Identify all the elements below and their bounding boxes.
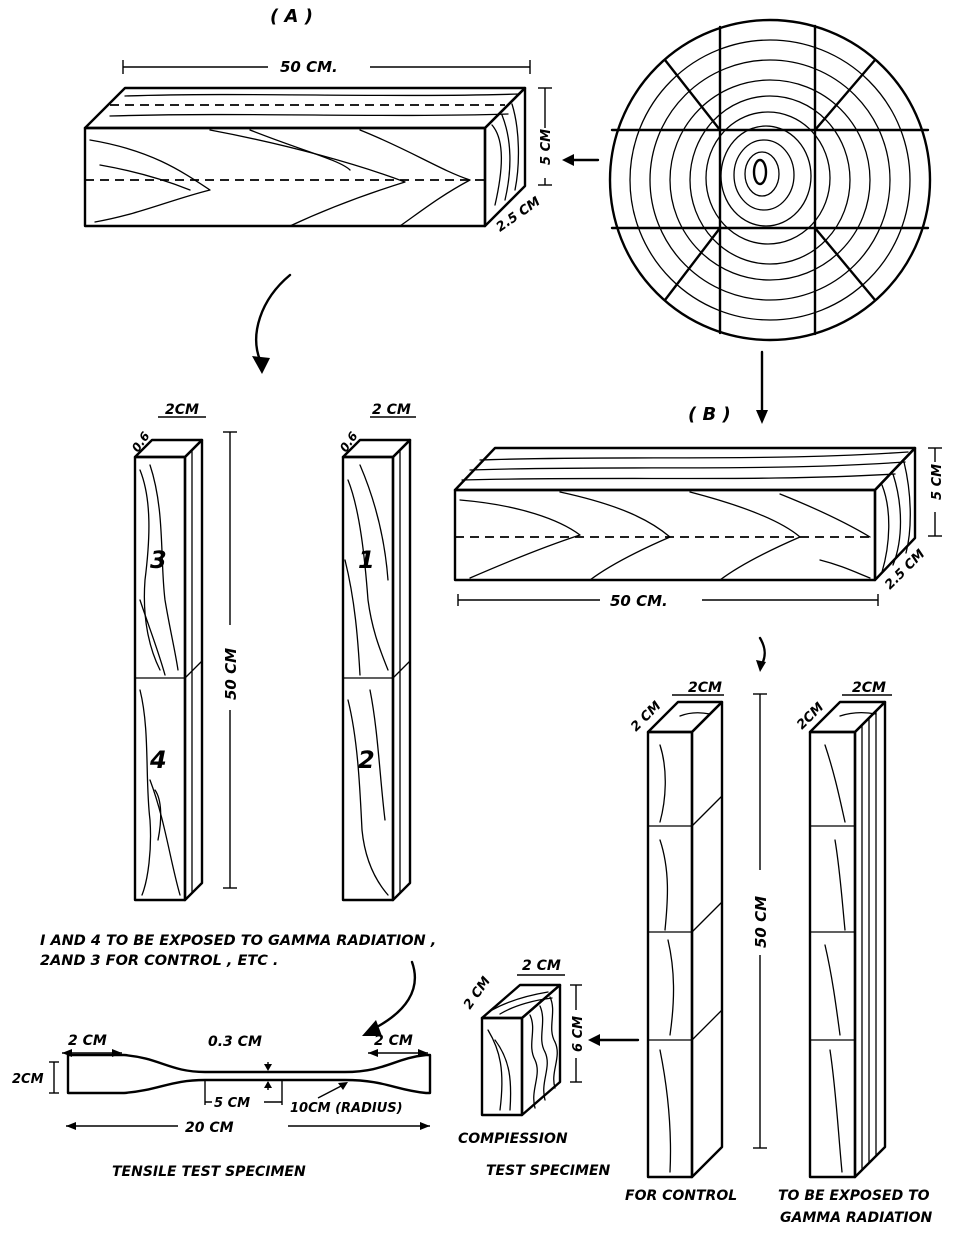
compression-specimen: 2 CM 2 CM 6 CM COMPIESSION TEST SPECIMEN xyxy=(458,958,611,1179)
section-a-label: ( A ) xyxy=(270,6,313,27)
beam-b-height-label: 5 CM xyxy=(930,464,945,500)
arrow-log-to-beam-b xyxy=(756,350,768,424)
caption-control: FOR CONTROL xyxy=(625,1188,737,1204)
beam-a: ( A ) 50 CM. 5 CM 2.5 CM xyxy=(83,6,555,235)
arrow-beam-b-to-columns xyxy=(756,636,766,672)
strip-right-width-label: 2 CM xyxy=(372,402,411,418)
tensile-specimen: 2 CM 2 CM 2CM 0.3 CM 5 CM 10CM (RADIUS) … xyxy=(12,1033,432,1180)
col-right-depth-label: 2CM xyxy=(794,700,827,733)
log-cross-section xyxy=(608,18,932,342)
strip-left: 2CM 0.6 3 4 xyxy=(129,402,206,902)
piece-2-label: 2 xyxy=(358,746,375,774)
exposure-note-line1: I AND 4 TO BE EXPOSED TO GAMMA RADIATION… xyxy=(40,933,436,949)
beam-b-length-label: 50 CM. xyxy=(610,592,668,610)
comp-depth-label: 2 CM xyxy=(461,974,494,1012)
beam-a-height-label: 5 CM xyxy=(539,129,554,165)
beam-b-depth-label: 2.5 CM xyxy=(882,547,928,593)
piece-4-label: 4 xyxy=(149,746,167,774)
piece-1-label: 1 xyxy=(358,546,375,574)
tensile-length-label: 20 CM xyxy=(185,1120,234,1136)
comp-title-line2: TEST SPECIMEN xyxy=(486,1163,611,1179)
tensile-title: TENSILE TEST SPECIMEN xyxy=(112,1164,306,1180)
arrow-beam-a-to-strips xyxy=(252,273,292,374)
tensile-gauge-label: 5 CM xyxy=(214,1096,250,1111)
strip-length-dimension: 50 CM xyxy=(220,431,240,889)
column-exposed: 2CM 2CM TO BE EXPOSED TO GAMMA RADIATION xyxy=(778,680,932,1226)
column-control: 2 CM 2CM FOR CONTROL xyxy=(625,680,737,1204)
column-length-label: 50 CM xyxy=(752,896,770,948)
beam-b: ( B ) 5 CM 2.5 CM 50 CM. xyxy=(453,404,945,612)
caption-exposed-line2: GAMMA RADIATION xyxy=(780,1210,932,1226)
strip-left-width-label: 2CM xyxy=(165,402,199,418)
tensile-radius-label: 10CM (RADIUS) xyxy=(290,1101,403,1116)
comp-height-label: 6 CM xyxy=(571,1016,586,1052)
col-left-depth-label: 2 CM xyxy=(628,699,664,735)
tensile-height-label: 2CM xyxy=(12,1072,44,1087)
strip-right: 2 CM 0.6 1 2 xyxy=(337,402,416,902)
piece-3-label: 3 xyxy=(150,546,167,574)
column-length-dimension: 50 CM xyxy=(750,693,770,1149)
comp-title-line1: COMPIESSION xyxy=(458,1131,568,1147)
section-b-label: ( B ) xyxy=(688,404,731,425)
tensile-left-width-label: 2 CM xyxy=(68,1033,107,1049)
strip-length-label: 50 CM xyxy=(222,648,240,700)
col-left-width-label: 2CM xyxy=(688,680,722,696)
beam-a-depth-label: 2.5 CM xyxy=(494,194,544,235)
col-right-width-label: 2CM xyxy=(852,680,886,696)
arrow-strip-to-tensile xyxy=(362,960,417,1036)
tensile-right-width-label: 2 CM xyxy=(374,1033,413,1049)
exposure-note-line2: 2AND 3 FOR CONTROL , ETC . xyxy=(40,953,278,969)
caption-exposed-line1: TO BE EXPOSED TO xyxy=(778,1188,930,1204)
arrow-column-to-compression xyxy=(588,1034,640,1046)
comp-top-width-label: 2 CM xyxy=(522,958,561,974)
tensile-thickness-label: 0.3 CM xyxy=(208,1034,262,1050)
beam-a-length-label: 50 CM. xyxy=(280,58,338,76)
arrow-log-to-beam-a xyxy=(562,154,600,166)
